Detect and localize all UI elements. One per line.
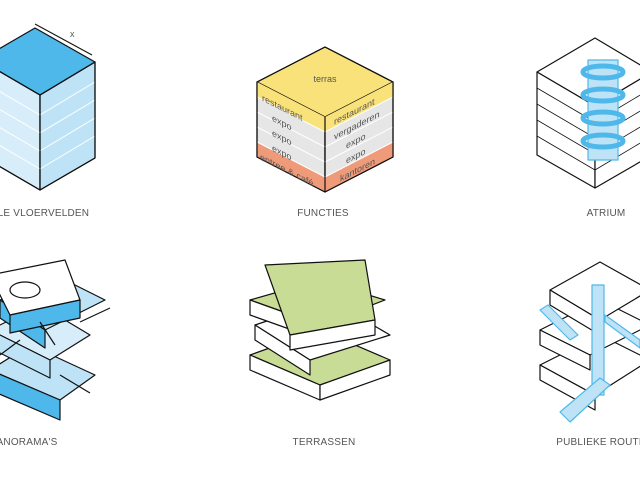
caption-publieke-route: PUBLIEKE ROUTE: [556, 437, 640, 448]
diagram-vloervelden: x: [0, 23, 96, 191]
caption-functies: FUNCTIES: [297, 208, 349, 219]
diagram-functies: terras restaurant expo expo expo entree …: [256, 46, 394, 193]
caption-terrassen: TERRASSEN: [292, 437, 356, 448]
diagram-publieke-route: [539, 261, 640, 423]
diagram-terrassen: [249, 259, 391, 401]
caption-vloervelden: ELE VLOERVELDEN: [0, 208, 90, 219]
caption-atrium: ATRIUM: [586, 208, 626, 219]
diagram-atrium: [536, 37, 640, 189]
caption-panoramas: ANORAMA'S: [0, 437, 58, 448]
label-terras: terras: [313, 74, 337, 84]
dimension-label: x: [70, 29, 75, 39]
diagram-panoramas: [0, 259, 111, 421]
